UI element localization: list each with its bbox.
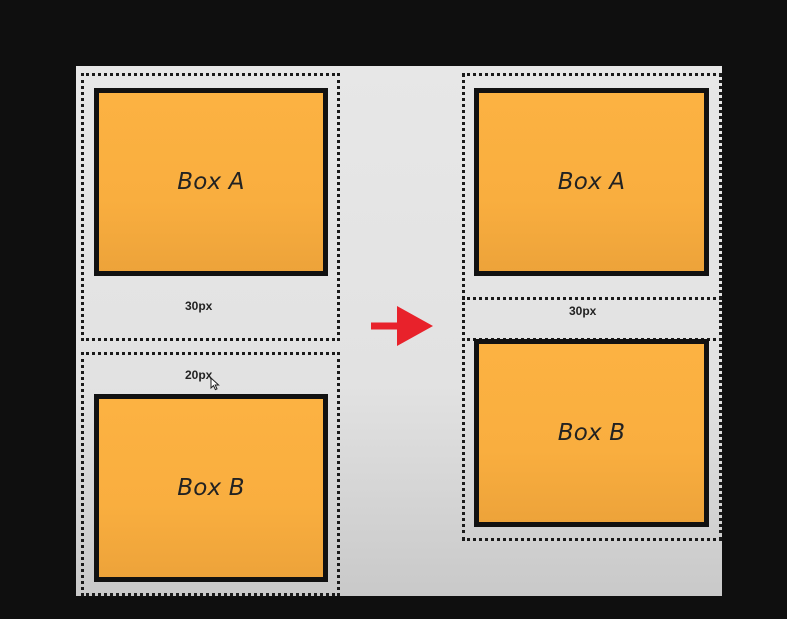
box-a-margin-outline-left [81, 73, 340, 341]
arrow-right-icon [371, 306, 433, 346]
collapsed-margin-label: 30px [569, 304, 597, 318]
margin-a-label: 30px [185, 299, 213, 313]
diagram-canvas: Box A 30px 20px Box B Box A 30px Box B [76, 66, 722, 596]
box-a-label-left: Box A [177, 169, 245, 195]
box-b-margin-outline-left [81, 352, 340, 596]
box-a-right: Box A [474, 88, 709, 276]
box-b-left: Box B [94, 394, 328, 582]
box-a-label-right: Box A [557, 169, 626, 195]
mouse-cursor-icon [210, 377, 220, 391]
box-b-label-right: Box B [557, 420, 626, 446]
margin-b-label: 20px [185, 368, 213, 382]
box-a-left: Box A [94, 88, 328, 276]
box-b-right: Box B [474, 339, 709, 527]
box-b-label-left: Box B [177, 475, 245, 501]
